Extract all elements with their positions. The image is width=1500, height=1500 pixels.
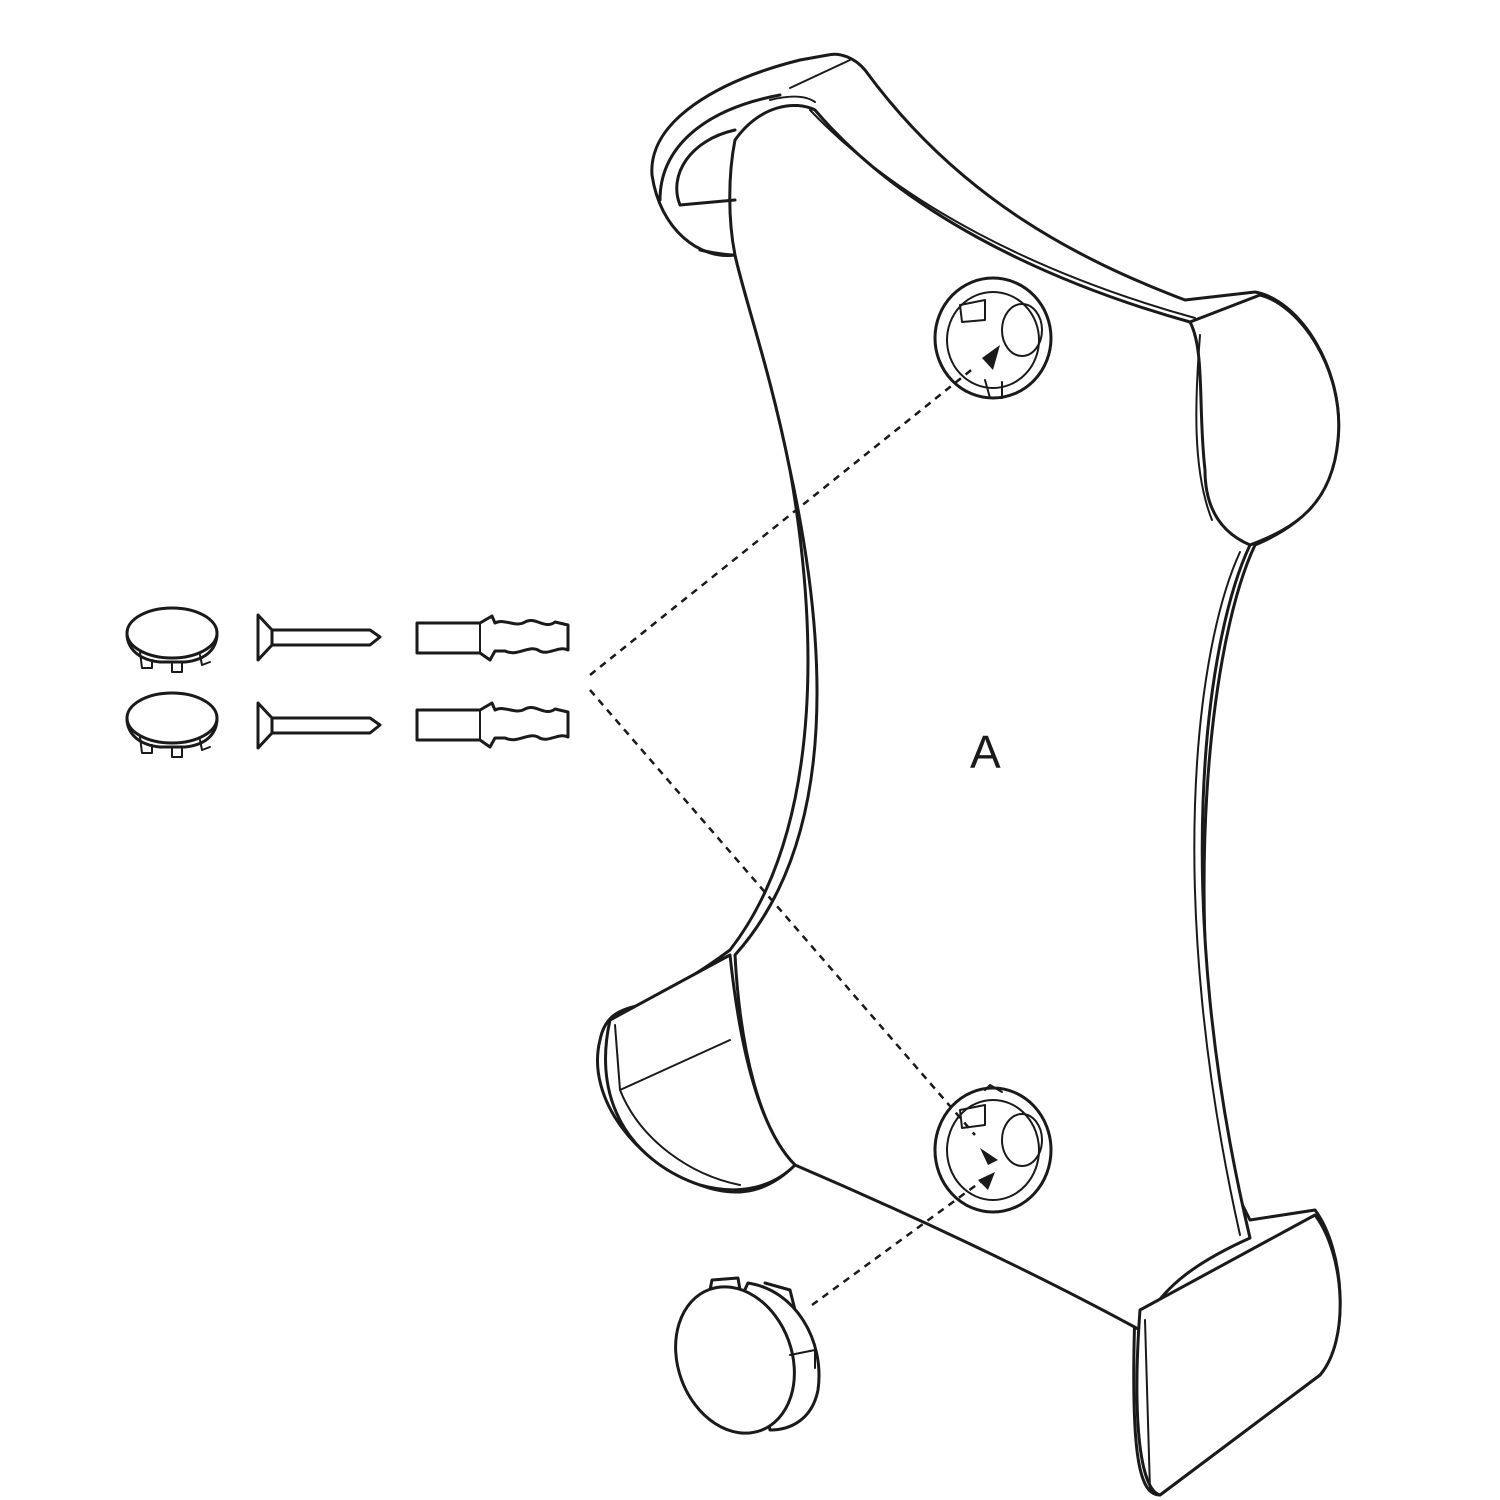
arrow-cap-icon	[978, 1172, 995, 1190]
hardware-set-2	[125, 691, 570, 758]
top-right-foot	[1188, 293, 1341, 547]
guide-line-cap	[811, 1173, 991, 1307]
plate-front-face	[728, 103, 1252, 1332]
bottom-keyhole	[933, 1084, 1053, 1214]
cover-cap-icon	[125, 691, 219, 758]
arrow-bottom-icon	[980, 1148, 998, 1165]
mounting-plate: A	[596, 52, 1342, 1497]
cover-cap-icon	[125, 606, 219, 673]
hardware-set-1	[125, 606, 570, 673]
assembly-guide-lines	[589, 345, 1000, 1307]
bottom-right-foot	[1135, 1213, 1342, 1497]
loose-cover-cap	[674, 1276, 821, 1435]
plate-groove	[1193, 551, 1241, 1236]
arrow-top-icon	[982, 345, 1000, 370]
guide-line-top	[589, 366, 976, 676]
bottom-left-foot	[604, 953, 797, 1192]
wall-anchor-icon	[415, 614, 570, 662]
top-keyhole	[933, 276, 1053, 400]
top-left-foot	[658, 93, 782, 257]
screw-icon	[256, 613, 382, 662]
wall-anchor-icon	[415, 701, 570, 749]
screw-icon	[256, 701, 382, 750]
part-label: A	[970, 726, 1001, 778]
